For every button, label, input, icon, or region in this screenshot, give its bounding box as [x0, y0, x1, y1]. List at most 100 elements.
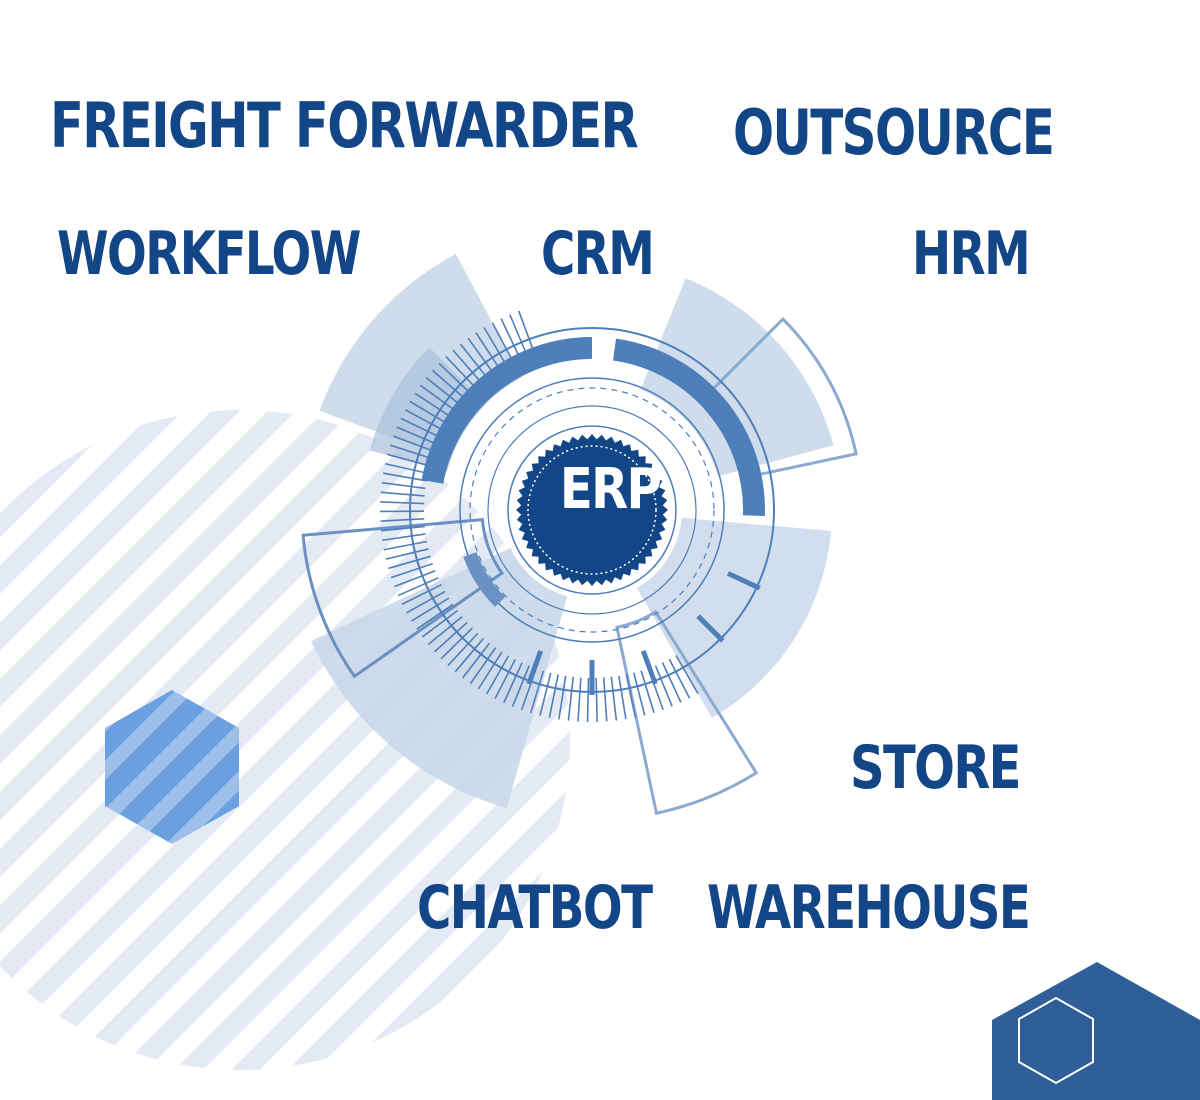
tick-mark [454, 637, 485, 673]
tick-mark [431, 369, 467, 400]
tick-mark [494, 659, 516, 699]
tick-mark [618, 675, 627, 720]
tick-mark [380, 491, 425, 497]
wedge-upper-right [640, 278, 834, 477]
tick-mark [518, 310, 535, 353]
tick-mark [668, 658, 691, 699]
label-chatbot: CHATBOT [417, 873, 653, 943]
wedge-lower-right [637, 517, 832, 718]
label-outsource: OUTSOURCE [733, 96, 1055, 169]
bold-tick [640, 650, 658, 685]
tick-mark [387, 555, 431, 570]
thick-arc-top-left [421, 337, 593, 484]
tick-mark [390, 562, 434, 579]
label-crm: CRM [541, 219, 655, 289]
bold-tick [526, 650, 544, 685]
tick-mark [400, 417, 441, 439]
tick-mark [384, 462, 429, 475]
tick-mark [577, 677, 582, 722]
wedge-lower-left [311, 548, 568, 808]
tick-mark [467, 337, 495, 375]
arc-lower-left [463, 551, 506, 607]
label-store: STORE [850, 733, 1021, 803]
tick-mark [406, 590, 446, 614]
tick-mark [558, 675, 567, 720]
tick-mark [414, 392, 453, 419]
tick-mark [382, 533, 426, 542]
tick-mark [452, 349, 483, 384]
corner-hexagon [992, 962, 1200, 1100]
label-workflow: WORKFLOW [57, 219, 361, 289]
tick-mark [381, 481, 426, 490]
bold-tick [696, 614, 725, 643]
erp-center-label: ERP [559, 457, 662, 522]
tick-mark [640, 670, 655, 713]
tick-mark [675, 655, 699, 694]
tick-mark [433, 621, 468, 653]
tick-mark [380, 501, 425, 505]
tick-mark [459, 343, 489, 379]
tick-mark [567, 676, 575, 721]
label-freight-forwarder: FREIGHT FORWARDER [50, 89, 639, 162]
tick-mark [411, 597, 450, 622]
tick-mark [483, 327, 508, 366]
striped-hexagon [105, 690, 239, 844]
inner-ring [487, 405, 697, 615]
tick-mark [529, 670, 545, 714]
tick-mark [404, 409, 445, 432]
tick-mark [475, 332, 501, 370]
tick-mark [485, 655, 510, 695]
tick-mark [397, 577, 439, 597]
tick-mark [409, 400, 449, 425]
tick-mark [511, 665, 530, 707]
tick-mark [491, 322, 514, 363]
outline-wedge-bottom [615, 609, 759, 816]
tick-mark [509, 314, 528, 356]
label-hrm: HRM [912, 219, 1031, 289]
tick-mark [387, 453, 431, 467]
tick-mark [393, 435, 435, 453]
tick-mark [425, 377, 462, 406]
tick-mark [625, 674, 637, 718]
tick-mark [421, 609, 458, 638]
bold-tick [726, 571, 761, 591]
tick-mark [401, 583, 442, 605]
tick-mark [383, 472, 427, 482]
tick-mark [462, 642, 491, 679]
tick-mark [610, 676, 618, 721]
tick-mark [440, 627, 473, 660]
tick-mark [427, 616, 463, 646]
tick-mark [438, 362, 472, 395]
tick-mark [548, 674, 560, 718]
thick-arc-top-right [612, 338, 765, 517]
middle-ring [459, 377, 725, 643]
tick-mark [586, 677, 590, 722]
tick-mark [469, 647, 497, 685]
tick-mark [654, 665, 673, 707]
tick-mark [394, 570, 436, 588]
label-warehouse: WAREHOUSE [707, 873, 1031, 943]
tick-mark [661, 662, 682, 703]
erp-seal-badge [507, 425, 677, 595]
dashed-ring [469, 387, 715, 633]
tick-mark [595, 677, 598, 722]
tick-mark [500, 318, 521, 359]
tick-mark [503, 662, 523, 704]
tick-mark [416, 603, 454, 630]
tick-mark [539, 672, 552, 716]
tick-mark [477, 651, 503, 690]
outline-wedge-left [301, 517, 504, 679]
tick-mark [420, 384, 457, 412]
radial-graphic [301, 253, 858, 816]
tick-mark [389, 444, 433, 460]
tick-mark [445, 355, 477, 389]
tick-mark [633, 672, 646, 716]
tick-mark [380, 517, 425, 522]
tick-mark [385, 548, 429, 560]
tick-mark [383, 540, 428, 551]
tick-mark [380, 525, 425, 532]
tick-mark [602, 677, 608, 722]
tick-mark [447, 632, 479, 667]
tick-mark [396, 426, 438, 446]
